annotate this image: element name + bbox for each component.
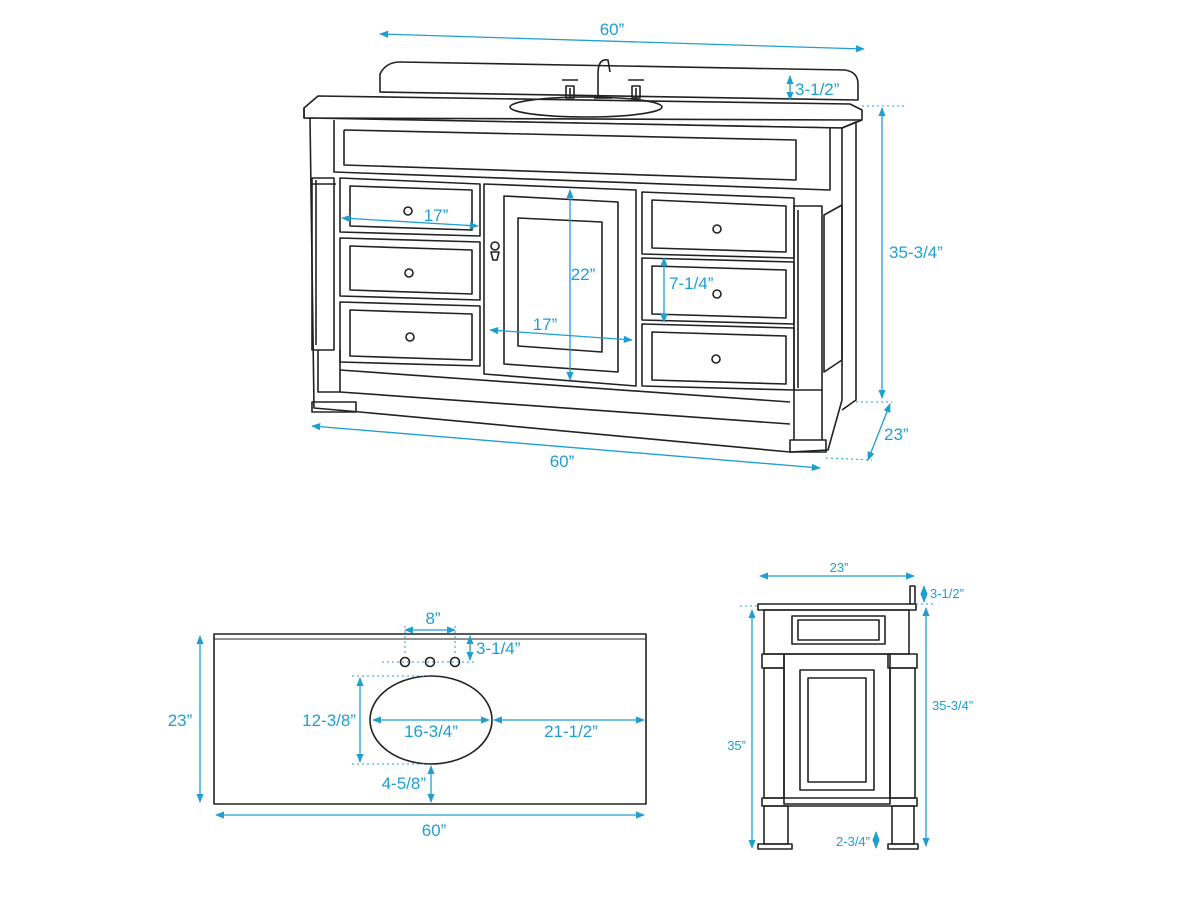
dim-drawer-height: 7-1/4” bbox=[669, 274, 714, 293]
dim-sink-width: 16-3/4” bbox=[404, 722, 458, 741]
dim-front-height: 35-3/4” bbox=[889, 243, 943, 262]
faucet-hole-center bbox=[424, 656, 436, 668]
dim-front-depth: 23” bbox=[884, 425, 909, 444]
dim-top-width: 60” bbox=[422, 821, 447, 840]
right-drawers bbox=[641, 191, 795, 391]
dim-door-width: 17” bbox=[533, 315, 558, 334]
dim-drawer-width: 17” bbox=[424, 206, 449, 225]
dim-sink-to-edge: 21-1/2” bbox=[544, 722, 598, 741]
dim-front-backsplash: 3-1/2” bbox=[795, 80, 840, 99]
dim-faucet-spread: 8” bbox=[425, 609, 440, 628]
faucet-hole-right bbox=[449, 656, 461, 668]
cabinet-body bbox=[309, 117, 843, 453]
dim-side-depth: 23” bbox=[830, 560, 849, 575]
dim-side-height: 35-3/4” bbox=[932, 698, 973, 713]
dim-top-depth: 23” bbox=[168, 711, 193, 730]
front-view: 60” 3-1/2” 35-3/4” 23” 60” 17” 22” 17” 7… bbox=[303, 20, 943, 471]
side-countertop bbox=[757, 603, 917, 611]
faucet-hole-left bbox=[399, 656, 411, 668]
sink bbox=[509, 96, 663, 118]
countertop-outline bbox=[213, 633, 647, 805]
top-view: 8” 3-1/4” 12-3/8” 16-3/4” 21-1/2” 4-5/8”… bbox=[168, 609, 647, 840]
side-backsplash bbox=[909, 585, 916, 605]
side-view: 23” 3-1/2” 35-3/4” 35” 2-3/4” bbox=[727, 560, 973, 850]
dim-front-top-width: 60” bbox=[600, 20, 625, 39]
dim-side-toe-kick: 2-3/4” bbox=[836, 834, 870, 849]
dim-faucet-setback: 3-1/4” bbox=[476, 639, 521, 658]
center-door bbox=[483, 183, 637, 387]
sink-outline bbox=[369, 675, 493, 765]
dim-side-counter-height: 35” bbox=[727, 738, 746, 753]
dim-sink-depth: 12-3/8” bbox=[302, 711, 356, 730]
dim-side-backsplash: 3-1/2” bbox=[930, 586, 964, 601]
backsplash bbox=[379, 61, 859, 101]
left-drawers bbox=[339, 177, 481, 367]
dim-door-height: 22” bbox=[571, 265, 596, 284]
dim-front-bottom-width: 60” bbox=[550, 452, 575, 471]
dim-sink-front-offset: 4-5/8” bbox=[382, 774, 427, 793]
